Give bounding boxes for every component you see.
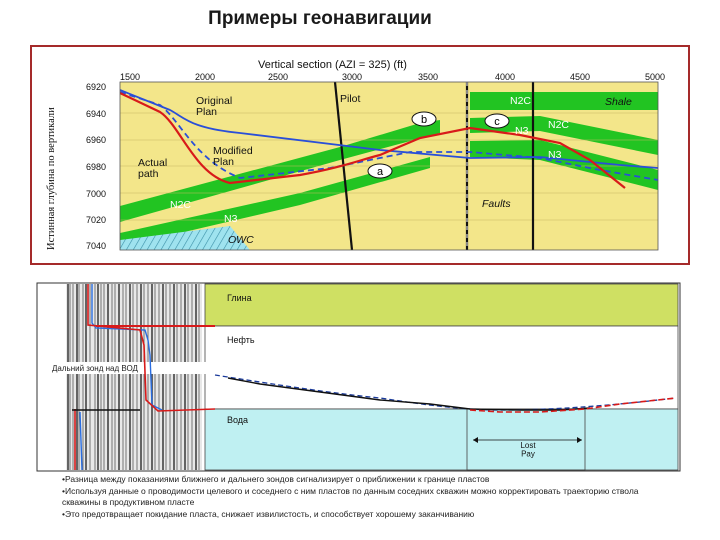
layer-n2c-right-mid: [470, 116, 658, 155]
y-tick: 6940: [86, 109, 106, 119]
clay-zone: [204, 283, 679, 327]
layer-n2c-left: [120, 120, 440, 222]
original-plan-line: [120, 89, 658, 169]
svg-text:a: a: [377, 166, 384, 178]
modified-plan-line: [120, 91, 658, 181]
probe-label: Дальний зонд над ВОД: [52, 364, 138, 373]
n3-right-top-label: N3: [515, 125, 529, 137]
layer-n3-left: [120, 157, 430, 247]
bottom-red-path: [469, 397, 677, 413]
log-curves: [72, 284, 216, 471]
x-tick: 1500: [120, 72, 140, 82]
actual-path-line: [120, 92, 626, 189]
marker-b: b: [411, 111, 437, 127]
n2c-left-label: N2C: [170, 199, 191, 211]
chart-header: Vertical section (AZI = 325) (ft): [258, 59, 407, 71]
shale-label: Shale: [605, 96, 632, 108]
x-tick: 3500: [418, 72, 438, 82]
x-tick: 4500: [570, 72, 590, 82]
y-tick: 6980: [86, 162, 106, 172]
y-tick: 6920: [86, 82, 106, 92]
gridlines: [120, 112, 658, 221]
svg-text:c: c: [494, 116, 500, 128]
n3-right-bottom-label: N3: [548, 149, 562, 161]
bullet-item: •Используя данные о проводимости целевог…: [62, 486, 639, 507]
bullet-list: •Разница между показаниями ближнего и да…: [62, 474, 672, 521]
y-axis-label: Истинная глубина по вертикали: [46, 107, 57, 250]
section-plot: [120, 82, 658, 250]
log-track: [66, 284, 202, 470]
n3-left-label: N3: [224, 213, 238, 225]
y-tick: 6960: [86, 135, 106, 145]
x-tick: 2000: [195, 72, 215, 82]
n2c-right-mid-label: N2C: [548, 119, 569, 131]
x-tick: 3000: [342, 72, 362, 82]
plot-frame: [119, 81, 659, 251]
clay-label: Глина: [227, 293, 252, 303]
x-tick: 5000: [645, 72, 665, 82]
page-title: Примеры геонавигации: [208, 8, 432, 29]
bullet-item: •Разница между показаниями ближнего и да…: [62, 474, 490, 484]
y-tick-labels: 6920 6940 6960 6980 7000 7020 7040: [86, 82, 106, 251]
probe-label-box: [50, 362, 315, 374]
water-label: Вода: [227, 415, 248, 425]
pilot-label: Pilot: [340, 93, 361, 105]
x-tick: 4000: [495, 72, 515, 82]
marker-a: a: [367, 163, 393, 179]
lost-pay-box: [466, 408, 586, 471]
marker-c: c: [484, 113, 510, 129]
bottom-actual-path: [227, 377, 591, 411]
oil-label: Нефть: [227, 335, 255, 345]
x-tick: 2500: [268, 72, 288, 82]
y-tick: 7040: [86, 241, 106, 251]
x-tick-labels: 1500 2000 2500 3000 3500 4000 4500 5000: [120, 72, 665, 82]
y-tick: 7000: [86, 189, 106, 199]
y-tick: 7020: [86, 215, 106, 225]
svg-text:b: b: [421, 114, 427, 126]
bottom-planned-path: [214, 374, 677, 411]
water-zone: [204, 408, 679, 471]
bullet-item: •Это предотвращает покидание пласта, сни…: [62, 509, 475, 519]
owc-zone: [120, 226, 250, 250]
n2c-right-top-label: N2C: [510, 95, 531, 107]
layer-n2c-right-top: [470, 92, 658, 110]
faults-label: Faults: [482, 198, 511, 210]
owc-label: OWC: [228, 234, 254, 246]
